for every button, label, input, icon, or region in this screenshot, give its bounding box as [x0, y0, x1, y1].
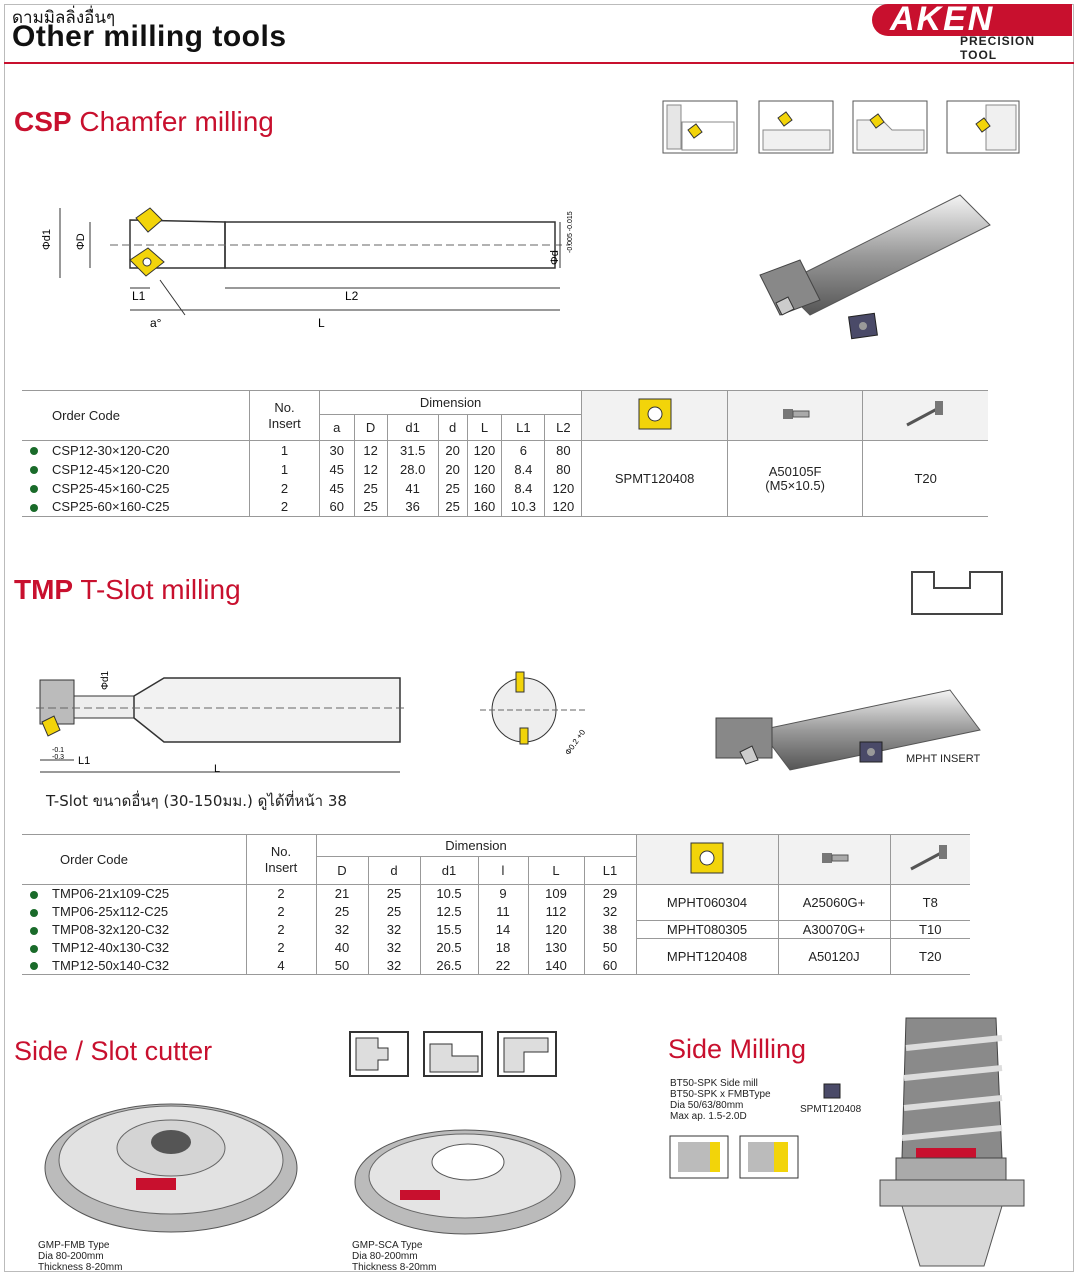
header-divider	[4, 62, 1074, 64]
dim-d1: Φd1	[41, 229, 53, 250]
tmp-tol1: -0.1	[52, 747, 64, 754]
mpht-insert-label: MPHT INSERT	[906, 753, 981, 765]
tmp-section-title: TMP T-Slot milling	[14, 574, 241, 606]
thai-title: ดามมิลลิ่งอื่นๆ	[12, 8, 116, 28]
tmp-insert-icon-cell	[635, 834, 778, 885]
csp-insert-code: SPMT120408	[581, 440, 728, 517]
csp-key: T20	[862, 440, 988, 517]
csp-dimension-header: Dimension	[318, 390, 582, 415]
tmp-section-view: Φ0.2 +0	[480, 671, 587, 757]
tmp-name: T-Slot milling	[80, 574, 241, 605]
page-title: Other milling tools	[12, 20, 287, 53]
gmp-fmb-cutter-image	[44, 1103, 298, 1233]
square-insert-icon	[690, 842, 724, 874]
csp-insert-header: No.Insert	[249, 390, 320, 441]
csp-tool-image	[759, 194, 991, 340]
screw-icon	[783, 409, 810, 419]
side-milling-insert-code: SPMT120408	[800, 1104, 862, 1115]
tmp-dim-d1: Φd1	[100, 670, 111, 690]
tslot-profile-icon	[911, 571, 1003, 615]
dim-L: L	[318, 316, 325, 330]
tmp-screw-icon-cell	[777, 834, 890, 885]
logo-badge	[872, 4, 1072, 36]
tmp-tol2: -0.3	[52, 754, 64, 761]
csp-key-icon-cell	[862, 390, 988, 441]
tmp-key-icon-cell	[889, 834, 970, 885]
tmp-dim-L: L	[214, 763, 220, 775]
side-milling-title: Side Milling	[668, 1034, 807, 1064]
dim-tol: -0.005 -0.015	[567, 211, 574, 253]
side-slot-profile-icons	[349, 1031, 557, 1077]
tmp-dimension-header: Dimension	[315, 834, 636, 857]
side-mill-tool-image	[879, 1017, 1025, 1267]
dim-L2: L2	[345, 289, 359, 303]
gmp-sca-cutter-image	[354, 1129, 576, 1235]
dim-D: ΦD	[75, 233, 87, 250]
application-icon-4	[946, 100, 1020, 154]
side-slot-title: Side / Slot cutter	[14, 1036, 213, 1066]
csp-section-title: CSP Chamfer milling	[14, 106, 274, 138]
csp-screw-icon-cell	[726, 390, 863, 441]
csp-name: Chamfer milling	[79, 106, 274, 137]
tmp-code: TMP	[14, 574, 74, 605]
csp-insert-icon-cell	[581, 390, 728, 441]
csp-order-code-header: Order Code	[22, 390, 250, 441]
tmp-technical-drawing: Φd1 ΦD L L1 -0.1 -0.3	[36, 670, 406, 775]
dim-L1: L1	[132, 289, 146, 303]
dim-d: Φd	[549, 250, 561, 265]
application-icon-1	[662, 100, 738, 154]
application-icon-2	[758, 100, 834, 154]
logo-text: AKEN	[890, 0, 995, 38]
page-frame	[4, 4, 1074, 1272]
brand-logo: AKEN PRECISION TOOL	[872, 0, 1072, 62]
tmp-dtol: Φ0.2 +0	[563, 727, 587, 756]
spmt-insert-icon	[823, 1083, 841, 1099]
csp-screw: A50105F(M5×10.5)	[726, 440, 863, 517]
screw-icon	[822, 853, 849, 863]
csp-code: CSP	[14, 106, 72, 137]
tmp-tool-image	[715, 689, 981, 771]
square-insert-icon	[638, 398, 672, 430]
tmp-order-code-header: Order Code	[22, 834, 246, 885]
torx-key-icon	[905, 401, 943, 427]
application-icon-3	[852, 100, 928, 154]
side-milling-application-icons	[669, 1135, 799, 1179]
tmp-dim-L1: L1	[78, 755, 90, 767]
tslot-note: T-Slot ขนาดอื่นๆ (30-150มม.) ดูได้ที่หน้…	[46, 792, 347, 810]
csp-technical-drawing: Φd1 ΦD Φd -0.005 -0.015 L L2 L1 a°	[41, 207, 574, 330]
tmp-insert-header: No.Insert	[245, 834, 316, 885]
csp-application-icons	[662, 100, 1020, 154]
torx-key-icon	[910, 845, 948, 871]
logo-subtitle: PRECISION TOOL	[960, 34, 1036, 62]
dim-a: a°	[150, 316, 162, 330]
